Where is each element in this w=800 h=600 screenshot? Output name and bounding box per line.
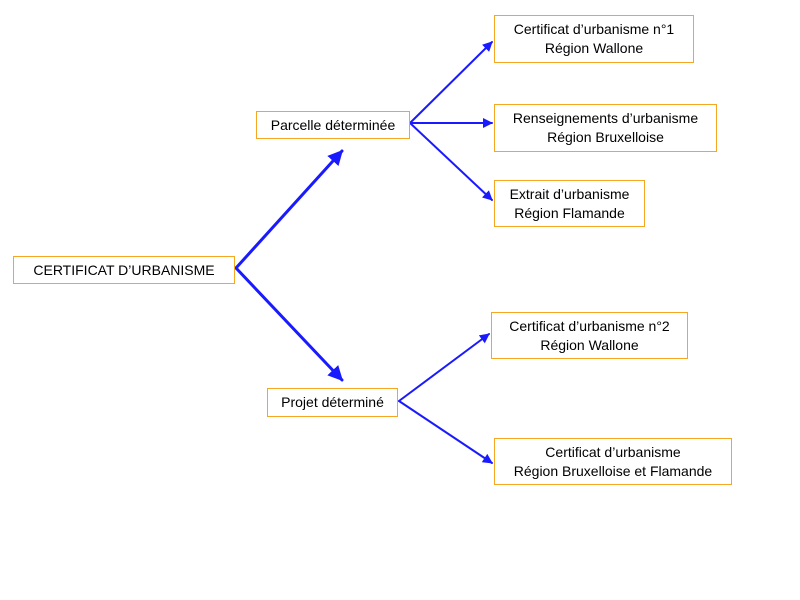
- leaf-node-title: Certificat d’urbanisme n°1: [513, 21, 675, 37]
- leaf-node-certificat-urbanisme-bruxelles-flandre: Certificat d’urbanisme Région Bruxellois…: [494, 438, 732, 485]
- arrow-root-to-projet: [234, 266, 344, 382]
- branch-node-parcelle-determinee: Parcelle déterminée: [256, 111, 410, 139]
- leaf-node-certificat-urbanisme-1-wallonie: Certificat d’urbanisme n°1 Région Wallon…: [494, 15, 694, 63]
- leaf-node-title: Renseignements d’urbanisme: [512, 110, 699, 126]
- leaf-node-region: Région Wallone: [540, 336, 639, 353]
- leaf-node-renseignements-urbanisme-bruxelles: Renseignements d’urbanisme Région Bruxel…: [494, 104, 717, 152]
- arrow-parcelle-to-cu1: [409, 41, 493, 124]
- leaf-node-title: Extrait d’urbanisme: [509, 185, 630, 202]
- branch-node-projet-determine: Projet déterminé: [267, 388, 398, 417]
- leaf-node-region: Région Flamande: [514, 204, 625, 221]
- leaf-node-region: Région Wallone: [544, 40, 644, 56]
- leaf-node-title: Certificat d’urbanisme n°2: [509, 317, 670, 334]
- leaf-node-extrait-urbanisme-flandre: Extrait d’urbanisme Région Flamande: [494, 180, 645, 227]
- root-node-label: CERTIFICAT D’URBANISME: [33, 261, 215, 278]
- leaf-node-region: Région Bruxelloise: [547, 129, 664, 145]
- arrow-parcelle-to-extrait: [409, 122, 493, 201]
- branch-node-label: Projet déterminé: [281, 394, 384, 410]
- arrow-root-to-parcelle: [234, 149, 344, 270]
- branch-node-label: Parcelle déterminée: [270, 116, 396, 133]
- root-node-certificat-urbanisme: CERTIFICAT D’URBANISME: [13, 256, 235, 284]
- arrow-projet-to-cu2: [398, 333, 490, 402]
- leaf-node-certificat-urbanisme-2-wallonie: Certificat d’urbanisme n°2 Région Wallon…: [491, 312, 688, 359]
- leaf-node-title: Certificat d’urbanisme: [545, 443, 681, 460]
- leaf-node-region: Région Bruxelloise et Flamande: [513, 462, 713, 479]
- arrow-projet-to-cu-bruxelles-flandre: [398, 400, 493, 464]
